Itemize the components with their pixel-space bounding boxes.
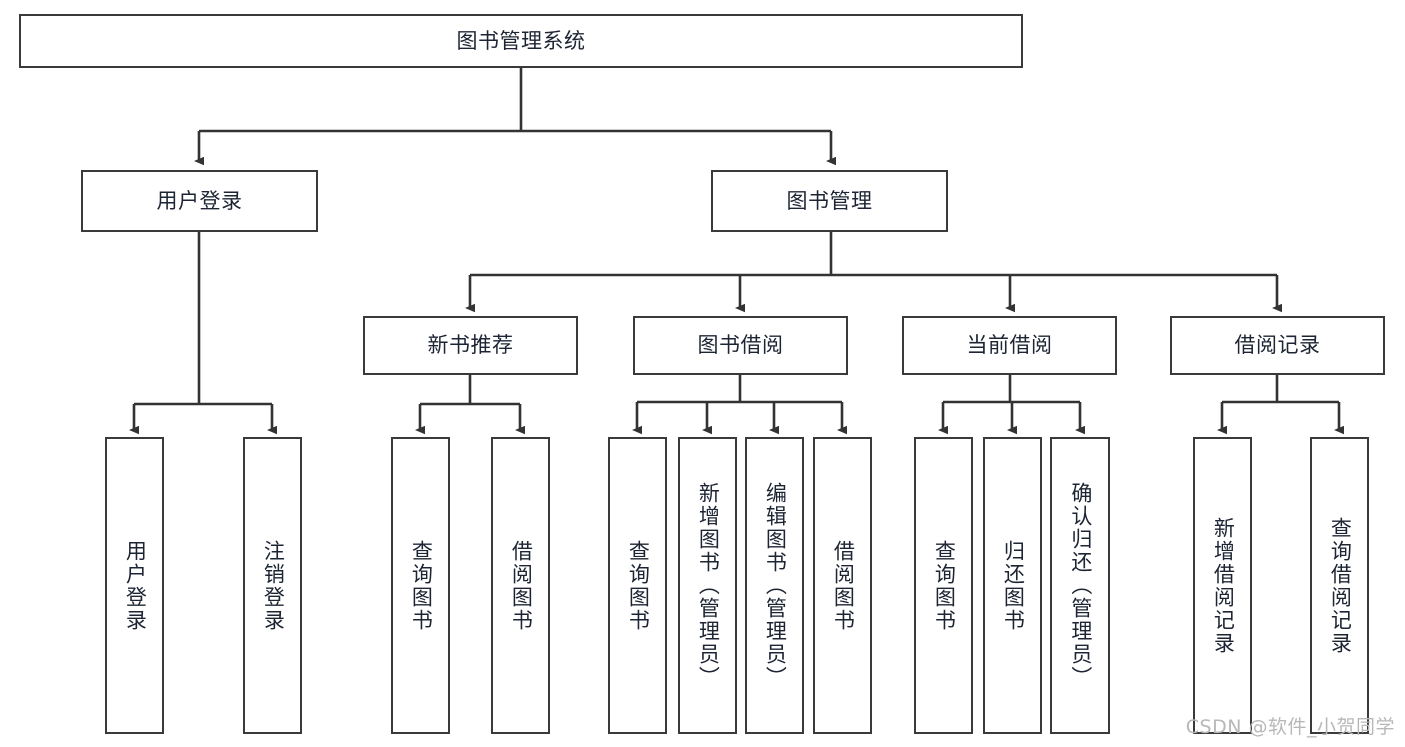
- node-book-borrow[interactable]: 图书借阅: [633, 316, 848, 375]
- node-leaf-borrow-book-2-label: 借阅图书: [831, 539, 856, 632]
- node-leaf-add-book[interactable]: 新增图书（管理员）: [678, 437, 737, 734]
- node-leaf-borrow-book-2[interactable]: 借阅图书: [813, 437, 872, 734]
- node-book-management[interactable]: 图书管理: [711, 170, 948, 232]
- node-current-borrow-label: 当前借阅: [966, 333, 1053, 358]
- node-leaf-add-record-label: 新增借阅记录: [1211, 516, 1236, 655]
- node-root-label: 图书管理系统: [456, 28, 586, 53]
- node-leaf-add-record[interactable]: 新增借阅记录: [1193, 437, 1252, 734]
- edge-group-new-book-recommend: [415, 375, 525, 435]
- node-leaf-confirm-return-label: 确认归还（管理员）: [1068, 482, 1093, 689]
- node-leaf-borrow-book-1[interactable]: 借阅图书: [491, 437, 550, 734]
- edge-group-borrow-record: [1217, 375, 1344, 435]
- node-borrow-record[interactable]: 借阅记录: [1170, 316, 1385, 375]
- node-leaf-query-book-3[interactable]: 查询图书: [914, 437, 973, 734]
- node-leaf-query-book-3-label: 查询图书: [932, 539, 957, 632]
- node-current-borrow[interactable]: 当前借阅: [902, 316, 1117, 375]
- edge-group-user-login: [129, 232, 277, 435]
- node-leaf-return-book-label: 归还图书: [1001, 539, 1026, 632]
- node-leaf-edit-book-label: 编辑图书（管理员）: [763, 482, 788, 689]
- edge-group-book-borrow: [632, 375, 847, 435]
- node-leaf-query-book-1-label: 查询图书: [409, 539, 434, 632]
- csdn-watermark: CSDN @软件_小贺同学: [1185, 716, 1395, 738]
- node-leaf-edit-book[interactable]: 编辑图书（管理员）: [745, 437, 804, 734]
- node-leaf-query-record[interactable]: 查询借阅记录: [1310, 437, 1369, 734]
- node-leaf-query-book-2-label: 查询图书: [626, 539, 651, 632]
- edge-group-current-borrow: [938, 375, 1085, 435]
- node-user-login[interactable]: 用户登录: [81, 170, 318, 232]
- node-leaf-logout-login-label: 注销登录: [261, 539, 286, 632]
- node-leaf-query-record-label: 查询借阅记录: [1328, 516, 1353, 655]
- node-leaf-user-login[interactable]: 用户登录: [105, 437, 164, 734]
- edge-group-root: [194, 68, 836, 166]
- node-new-book-recommend-label: 新书推荐: [427, 333, 514, 358]
- node-book-borrow-label: 图书借阅: [697, 333, 784, 358]
- node-leaf-query-book-1[interactable]: 查询图书: [391, 437, 450, 734]
- node-leaf-query-book-2[interactable]: 查询图书: [608, 437, 667, 734]
- node-leaf-logout-login[interactable]: 注销登录: [243, 437, 302, 734]
- node-leaf-add-book-label: 新增图书（管理员）: [696, 482, 721, 689]
- node-new-book-recommend[interactable]: 新书推荐: [363, 316, 578, 375]
- node-user-login-label: 用户登录: [156, 188, 243, 213]
- node-borrow-record-label: 借阅记录: [1234, 333, 1321, 358]
- edge-group-book-management: [465, 232, 1282, 313]
- node-leaf-borrow-book-1-label: 借阅图书: [509, 539, 534, 632]
- node-leaf-user-login-label: 用户登录: [123, 539, 148, 632]
- node-root[interactable]: 图书管理系统: [19, 14, 1023, 68]
- node-book-management-label: 图书管理: [786, 188, 873, 213]
- node-leaf-confirm-return[interactable]: 确认归还（管理员）: [1050, 437, 1110, 734]
- node-leaf-return-book[interactable]: 归还图书: [983, 437, 1042, 734]
